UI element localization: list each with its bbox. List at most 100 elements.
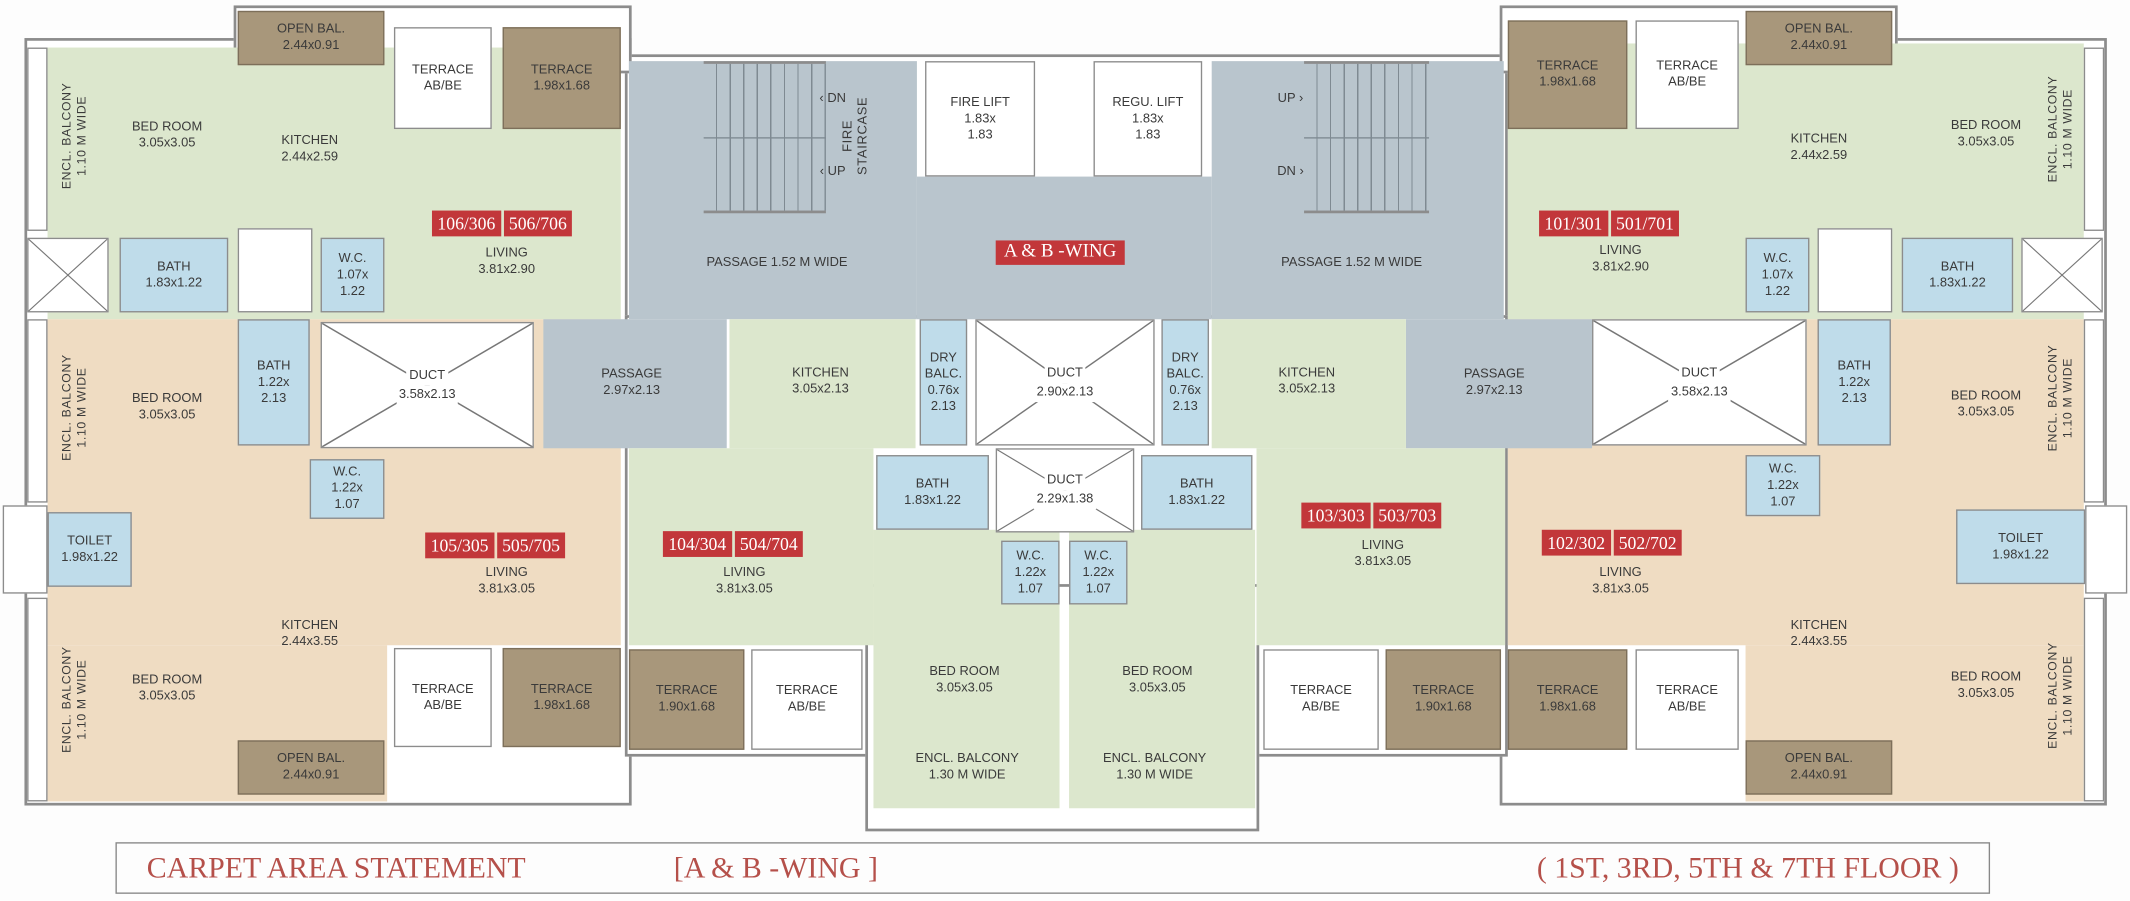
stair-up-arrow: ‹ UP [819, 164, 846, 180]
room-size: 1.83x1.22 [1929, 275, 1986, 291]
room-size: 1.90x1.68 [658, 699, 716, 715]
open-balcony: OPEN BAL.2.44x0.91 [1745, 10, 1893, 66]
room-size: 2.44x2.59 [1790, 148, 1848, 164]
wc: W.C.1.07x 1.22 [320, 237, 385, 313]
room-name: TERRACE [655, 683, 718, 699]
room-size: 1.30 M WIDE [928, 767, 1006, 783]
stair-up-arrow: UP › [1277, 91, 1304, 106]
room-name: BATH [157, 258, 191, 274]
wc: W.C.1.22x 1.07 [1069, 540, 1128, 605]
passage-label: PASSAGE 1.52 M WIDE [1281, 255, 1423, 271]
room-name: KITCHEN [281, 618, 339, 634]
room-size: 1.07x 1.22 [336, 266, 369, 299]
room-name: BED ROOM [1950, 669, 2022, 685]
room-size: 1.10 M WIDE [2060, 357, 2075, 439]
room-name: OPEN BAL. [1784, 21, 1853, 37]
stair-direction: UP [827, 164, 846, 180]
unit-number: 105/305 [425, 532, 494, 559]
room-name: FIRE [840, 119, 856, 152]
room-name: BATH [1940, 258, 1975, 274]
room-size: 2.44x3.55 [281, 634, 339, 650]
room-name: ENCL. BALCONY [1102, 751, 1207, 767]
room-size: 1.98x1.68 [1539, 699, 1596, 715]
room-name: PASSAGE [1463, 366, 1525, 382]
room-name: LIVING [1361, 537, 1405, 553]
unit-103-kitchen-floor [1211, 319, 1406, 449]
room-size: 3.05x3.05 [936, 680, 993, 696]
room-size: 1.10 M WIDE [74, 659, 89, 740]
room-size: 1.22x 2.13 [257, 374, 290, 406]
room-name: ENCL. BALCONY [59, 82, 74, 190]
passage-right [1405, 319, 1593, 449]
open-balcony: OPEN BAL.2.44x0.91 [237, 10, 385, 66]
room-size: 1.98x1.68 [533, 78, 591, 94]
stair-down-arrow: ‹ DN [819, 91, 846, 106]
room-size: 3.05x2.13 [792, 381, 849, 397]
room-name: TERRACE [530, 681, 593, 697]
unit-number: 106/306 [431, 210, 501, 237]
unit-number: 505/705 [496, 532, 566, 559]
open-balcony: OPEN BAL.2.44x0.91 [237, 740, 385, 795]
room-size: 2.90x2.13 [1033, 382, 1097, 402]
room-name: TOILET [1998, 530, 2044, 546]
room-size: 3.05x3.05 [138, 407, 196, 423]
room-name: DUCT [1044, 471, 1086, 491]
room-name: TERRACE [411, 681, 474, 697]
room-name: KITCHEN [281, 133, 339, 149]
room-size: 1.83x1.22 [904, 492, 961, 508]
room-name: LIVING [1599, 243, 1642, 259]
room-name: ENCL. BALCONY [59, 354, 74, 461]
room-size: 1.98x1.68 [1539, 74, 1596, 90]
wc: W.C.1.22x 1.07 [1745, 455, 1821, 517]
room-name: TERRACE [1656, 683, 1718, 699]
wing-label: A & B -WING [995, 240, 1125, 265]
wc: W.C.1.07x 1.22 [1745, 237, 1810, 313]
room-name: W.C. [1768, 461, 1797, 477]
room-name: BED ROOM [131, 672, 203, 688]
encl-balcony-strip [2083, 319, 2105, 503]
room-size: AB/BE [423, 78, 462, 94]
room-name: ENCL. BALCONY [2045, 642, 2060, 749]
room-name: TOILET [67, 533, 113, 549]
room-name: W.C. [1016, 548, 1045, 564]
room-name: TERRACE [530, 61, 593, 77]
toilet-duct [2085, 505, 2128, 594]
room-size: 1.22x 1.07 [331, 480, 363, 513]
unit-104-kitchen-floor [729, 319, 916, 449]
passage-left [543, 319, 727, 449]
room-name: ENCL. BALCONY [2045, 75, 2060, 183]
room-name: BATH [256, 357, 291, 373]
room-size: 1.22x 1.07 [1767, 477, 1799, 509]
room-size: AB/BE [1668, 699, 1707, 715]
room-size: 3.81x3.05 [1354, 554, 1412, 570]
room-name: LIVING [485, 245, 528, 261]
shaft [27, 237, 109, 313]
room-name: TERRACE [1536, 683, 1599, 699]
room-name: KITCHEN [1790, 131, 1848, 147]
unit-number: 103/303 [1301, 502, 1371, 529]
room-size: 3.81x2.90 [1592, 259, 1649, 275]
